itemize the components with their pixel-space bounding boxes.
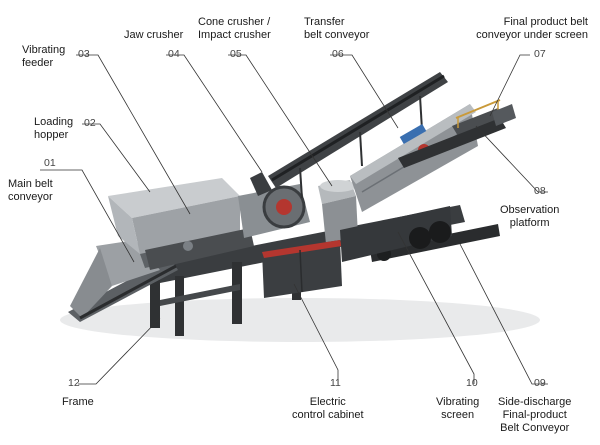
- label-08-name: Observation platform: [500, 204, 560, 229]
- electric-control-cabinet: [262, 240, 342, 298]
- observation-platform: [452, 99, 506, 136]
- label-03-name: Vibrating feeder: [22, 44, 66, 69]
- label-01-number: 01: [44, 157, 56, 169]
- final-product-belt-conveyor: [398, 104, 516, 168]
- label-11-number: 11: [330, 377, 341, 389]
- label-05-number: 05: [230, 48, 242, 60]
- label-03-number: 03: [78, 48, 90, 60]
- label-04-name: Jaw crusher: [124, 29, 184, 41]
- label-05-name: Cone crusher / Impact crusher: [198, 16, 271, 41]
- label-02-name: Loading hopper: [34, 116, 74, 141]
- jaw-crusher: [238, 172, 310, 238]
- label-09-number: 09: [534, 377, 546, 389]
- label-01-name: Main belt conveyor: [8, 178, 53, 203]
- label-04-number: 04: [168, 48, 180, 60]
- label-11-name: Electric control cabinet: [292, 396, 364, 421]
- label-06-number: 06: [332, 48, 344, 60]
- label-12-number: 12: [68, 377, 80, 389]
- ground-shadow: [60, 298, 540, 342]
- label-07-number: 07: [534, 48, 546, 60]
- label-07-name: Final product belt conveyor under screen: [476, 16, 588, 41]
- label-10-number: 10: [466, 377, 478, 389]
- vibrating-feeder: [145, 228, 254, 270]
- label-10-name: Vibrating screen: [436, 396, 480, 421]
- transfer-belt-conveyor: [268, 72, 448, 199]
- label-09-name: Side-discharge Final-product Belt Convey…: [498, 396, 572, 434]
- undercarriage: [340, 206, 452, 262]
- leader-lines: [40, 54, 548, 385]
- label-02-number: 02: [84, 117, 96, 129]
- label-08-number: 08: [534, 185, 546, 197]
- label-06-name: Transfer belt conveyor: [304, 16, 370, 41]
- label-12-name: Frame: [62, 396, 94, 408]
